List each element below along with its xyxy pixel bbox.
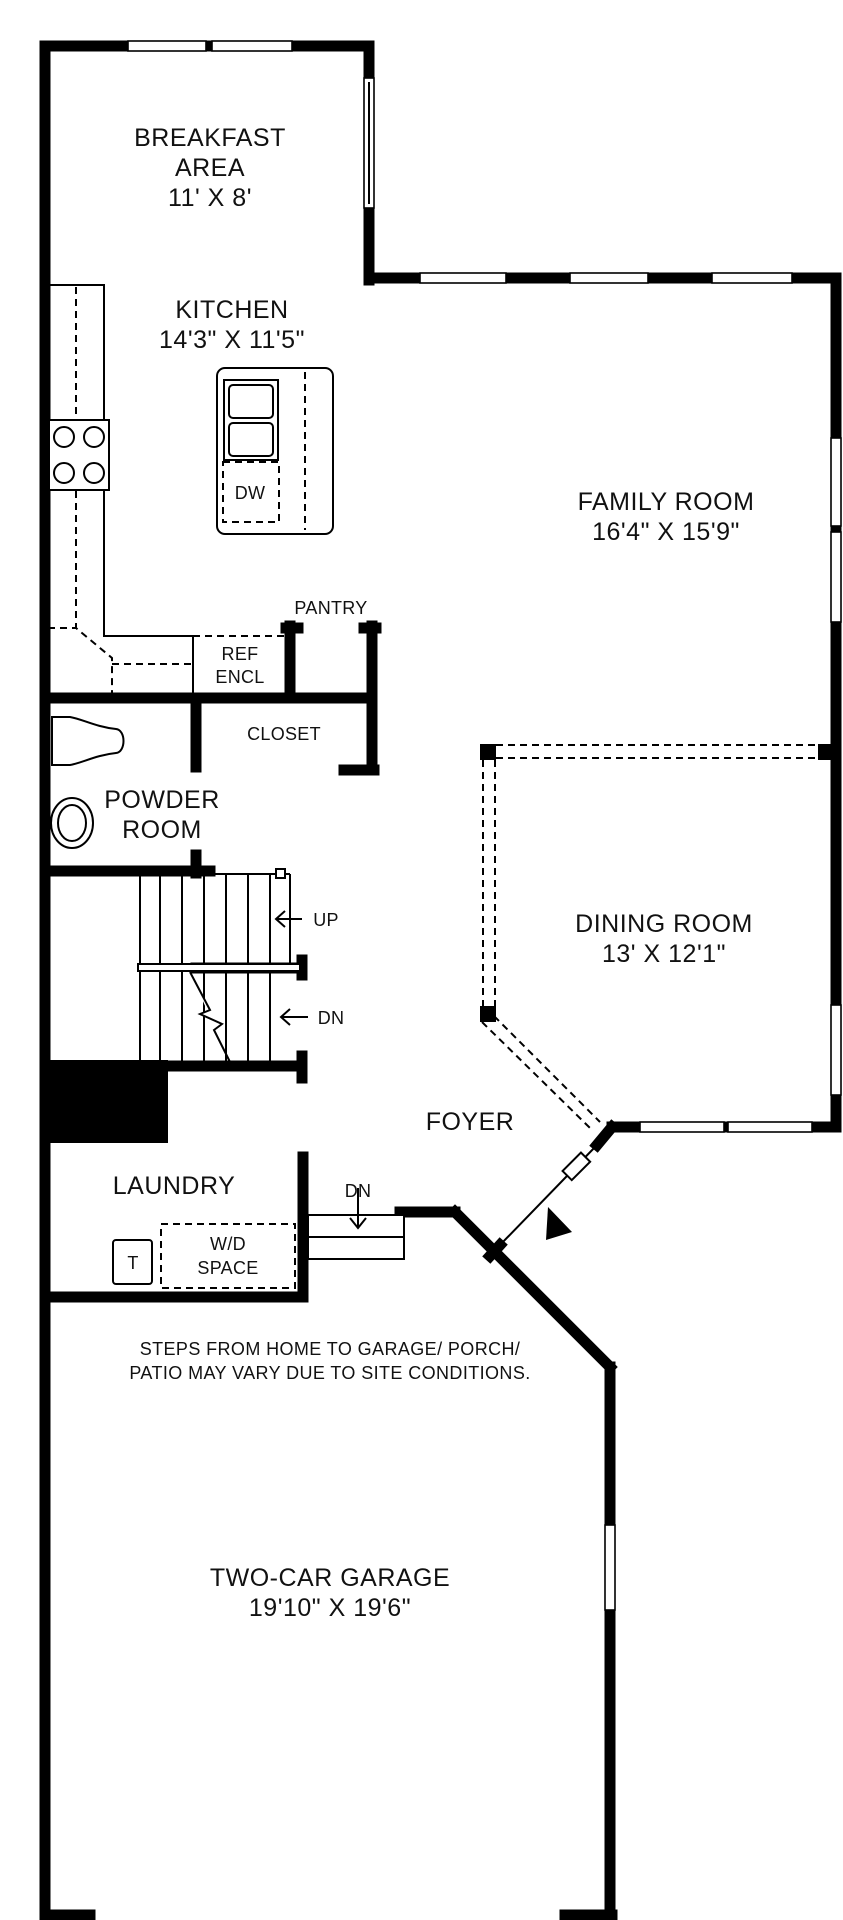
- water-heater: [112, 1239, 153, 1285]
- note-line-2: PATIO MAY VARY DUE TO SITE CONDITIONS.: [129, 1363, 530, 1383]
- water-heater-label: T: [127, 1253, 138, 1273]
- dining-room-label: DINING ROOM: [575, 910, 753, 938]
- ref-encl-label-1: REF: [222, 644, 259, 664]
- kitchen-counters: [48, 284, 288, 698]
- ref-encl-label-2: ENCL: [215, 667, 264, 687]
- cooktop: [48, 419, 110, 491]
- entry-arrow-icon: [546, 1207, 572, 1240]
- powder-fixtures: [50, 716, 125, 849]
- laundry-label: LAUNDRY: [113, 1172, 236, 1200]
- dishwasher: [222, 461, 280, 523]
- family-room-size: 16'4" X 15'9": [592, 518, 740, 546]
- interior-walls: [39, 620, 461, 1303]
- front-door: [499, 1144, 598, 1246]
- garage-label: TWO-CAR GARAGE: [210, 1564, 450, 1592]
- kitchen-size: 14'3" X 11'5": [159, 326, 305, 354]
- breakfast-size: 11' X 8': [168, 184, 252, 212]
- stairs: [137, 868, 308, 1063]
- kitchen-label: KITCHEN: [175, 296, 288, 324]
- wd-space-label-1: W/D: [210, 1234, 246, 1254]
- laundry-fixtures: [112, 1223, 296, 1289]
- closet-label: CLOSET: [247, 724, 321, 744]
- dw-label: DW: [235, 483, 266, 503]
- washer-dryer-space: [160, 1223, 296, 1289]
- windows: [127, 40, 842, 1611]
- stairs-down-label: DN: [318, 1008, 345, 1028]
- powder-room-label-1: POWDER: [104, 786, 220, 814]
- toilet: [51, 716, 125, 766]
- family-room-label: FAMILY ROOM: [578, 488, 755, 516]
- garage-size: 19'10" X 19'6": [249, 1594, 411, 1622]
- breakfast-label-1: BREAKFAST: [134, 124, 286, 152]
- stairs-up-label: UP: [313, 910, 339, 930]
- powder-room-label-2: ROOM: [122, 816, 202, 844]
- sink: [223, 379, 279, 461]
- breakfast-label-2: AREA: [175, 154, 245, 182]
- steps-down-label: DN: [345, 1181, 372, 1201]
- note-line-1: STEPS FROM HOME TO GARAGE/ PORCH/: [140, 1339, 521, 1359]
- pantry-label: PANTRY: [294, 598, 367, 618]
- dining-archway: [480, 744, 834, 1129]
- foyer-label: FOYER: [426, 1108, 515, 1136]
- dining-room-size: 13' X 12'1": [602, 940, 726, 968]
- kitchen-island: [216, 367, 334, 535]
- garage-steps: [307, 1188, 405, 1260]
- labels: BREAKFAST AREA 11' X 8' KITCHEN 14'3" X …: [104, 124, 754, 1622]
- wd-space-label-2: SPACE: [197, 1258, 258, 1278]
